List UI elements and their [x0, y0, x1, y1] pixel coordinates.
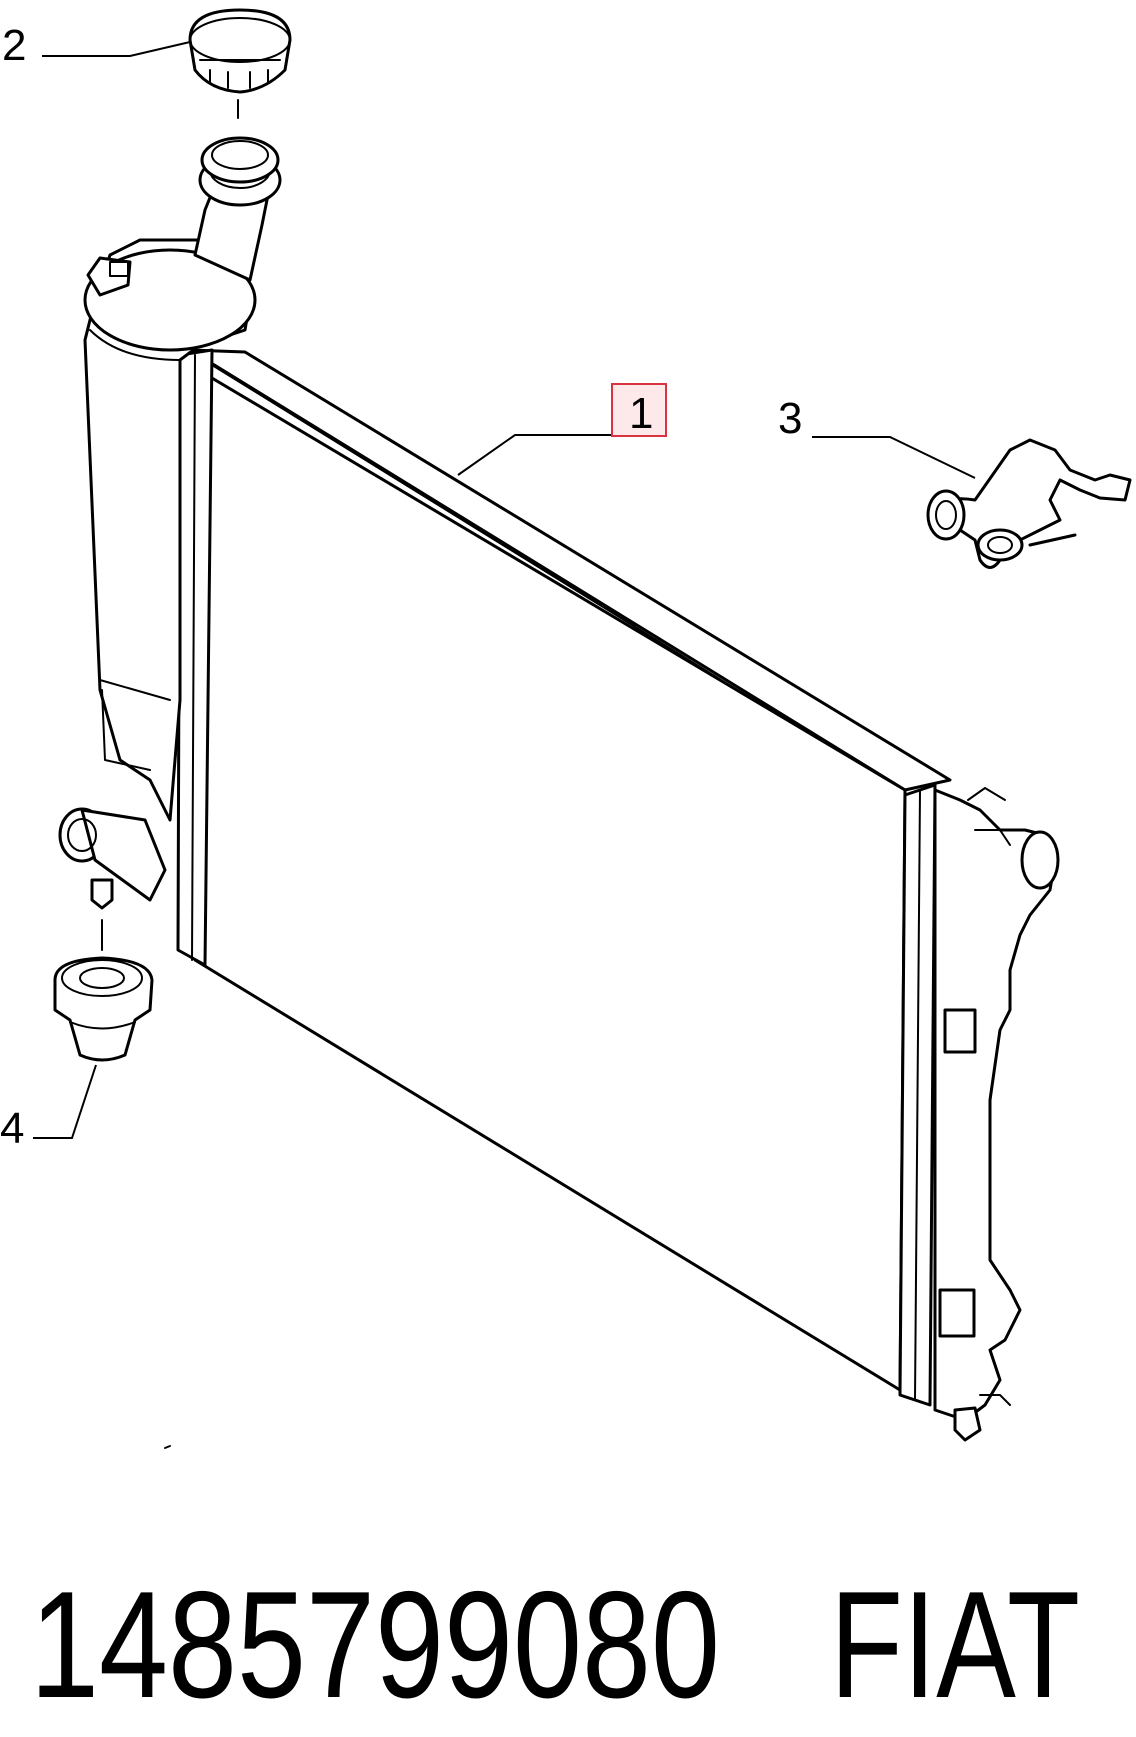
brand-name: FIAT [830, 1560, 1080, 1730]
radiator-cap [188, 8, 292, 184]
radiator-core [176, 348, 952, 1407]
leader-line-4 [33, 1064, 97, 1139]
leader-lines [33, 41, 976, 1139]
callout-3-label[interactable]: 3 [778, 394, 802, 443]
callout-4-label[interactable]: 4 [0, 1104, 24, 1153]
leader-line-2 [42, 41, 191, 57]
right-tank [933, 787, 1060, 1442]
part-number: 1485799080 [30, 1560, 720, 1730]
leader-line-1 [457, 434, 622, 476]
callout-1-highlight [611, 383, 667, 437]
rubber-mount [53, 919, 154, 1062]
mounting-bracket [926, 438, 1132, 569]
leader-line-3 [812, 436, 976, 479]
callout-1-label[interactable]: 1 [629, 389, 653, 438]
callout-2-label[interactable]: 2 [2, 21, 26, 70]
